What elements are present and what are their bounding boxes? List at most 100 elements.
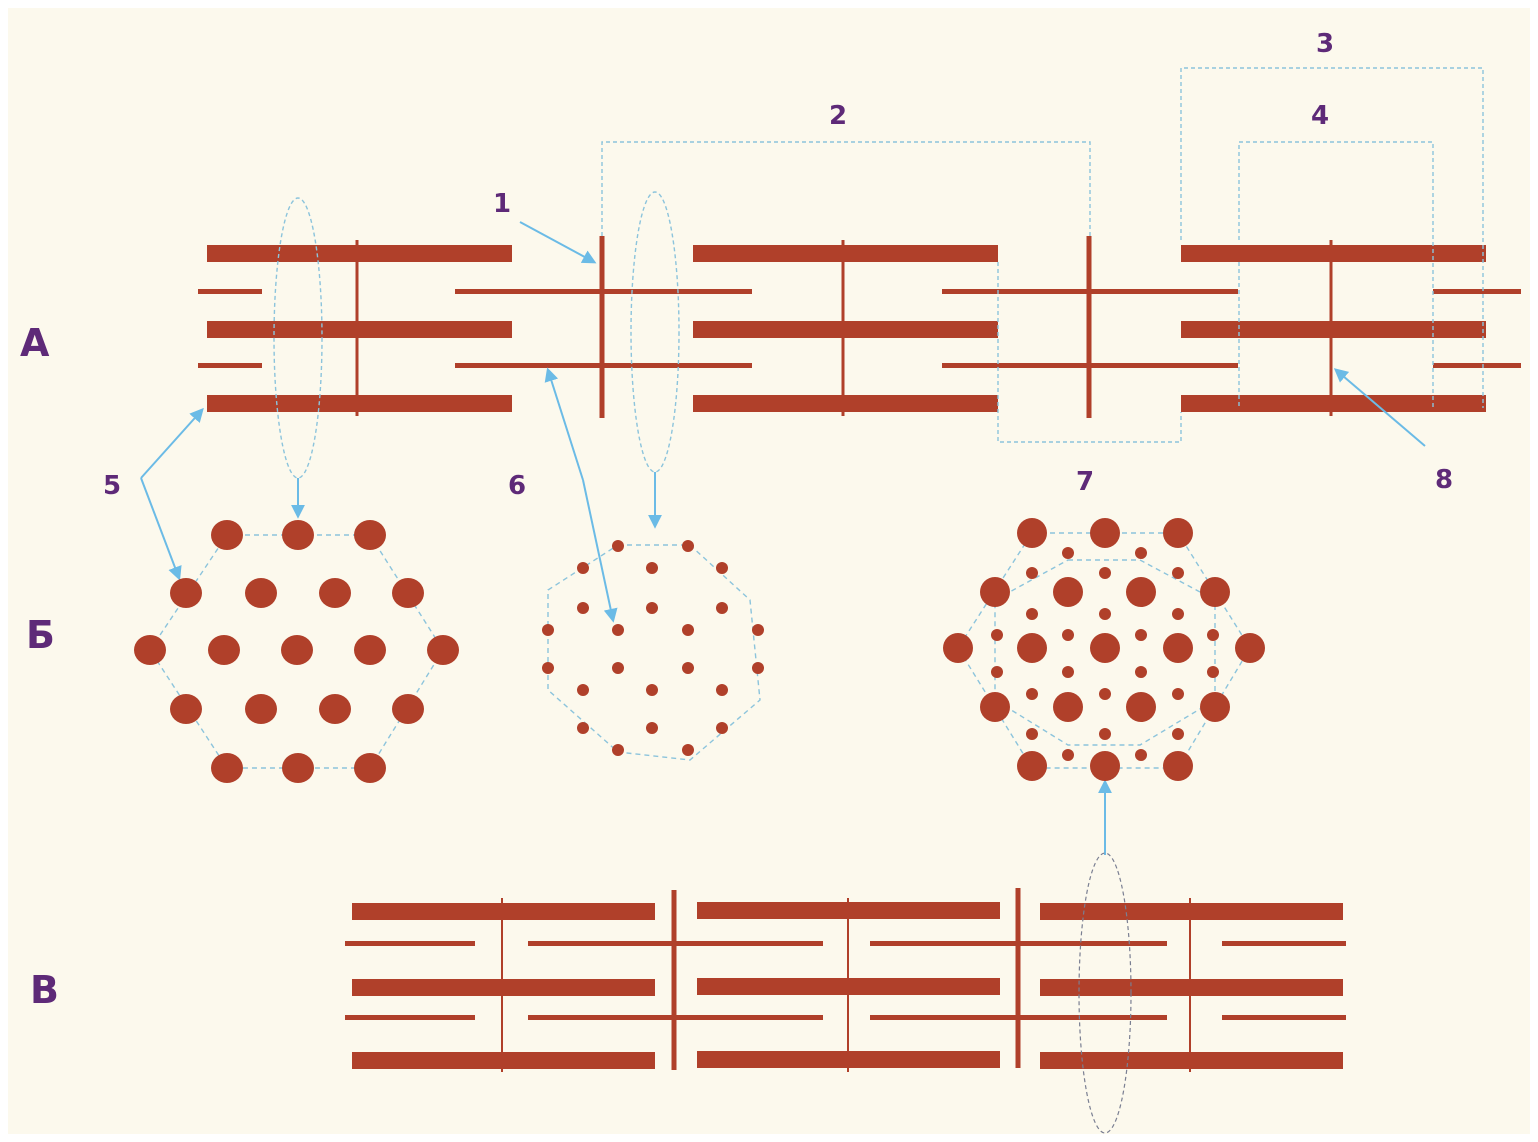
thin-filament-dot [716, 722, 728, 734]
thick-filament-dot [1235, 633, 1265, 663]
thin-filament-dot [1172, 567, 1184, 579]
thin-filament [345, 1015, 475, 1020]
bracket-2 [601, 141, 1091, 236]
thin-filament-dot [1099, 728, 1111, 740]
thin-filament-dot [1135, 547, 1147, 559]
thick-filament-dot [392, 578, 424, 608]
thin-filament-dot [1026, 728, 1038, 740]
thick-filament-dot [170, 694, 202, 724]
thin-filament-dot [1099, 567, 1111, 579]
thin-filament-dot [612, 540, 624, 552]
thin-filament-dot [752, 624, 764, 636]
callout-7: 7 [1076, 467, 1094, 497]
thin-filament [1433, 363, 1521, 368]
thick-filament-dot [392, 694, 424, 724]
thick-filament-dot [319, 578, 351, 608]
thick-filament-dot [980, 692, 1010, 722]
thick-filament-dot [211, 520, 243, 550]
thin-filament-dot [577, 684, 589, 696]
thick-filament-dot [1090, 518, 1120, 548]
section-label-b: Б [26, 613, 55, 657]
thin-filament-dot [1062, 749, 1074, 761]
pointer-arrows [140, 221, 1426, 855]
thick-filament-dot [1163, 633, 1193, 663]
thick-filament-dot [1053, 577, 1083, 607]
thin-filament-dot [646, 602, 658, 614]
thick-filament [693, 395, 998, 412]
callout-5: 5 [103, 471, 121, 501]
arrow-5a [140, 407, 204, 479]
thin-filament-dot [682, 624, 694, 636]
thick-filament-dot [211, 753, 243, 783]
thin-filament-dot [612, 662, 624, 674]
thick-filament-dot [1017, 633, 1047, 663]
thick-filament-dot [281, 635, 313, 665]
thin-filament-dot [577, 722, 589, 734]
bracket-3 [1180, 67, 1484, 408]
thick-filament-dot [1126, 692, 1156, 722]
thin-filament [1222, 1015, 1346, 1020]
callout-8: 8 [1435, 465, 1453, 495]
thick-filament-dot [282, 520, 314, 550]
thick-filament-dot [1090, 633, 1120, 663]
thick-filament-dot [1053, 692, 1083, 722]
thin-filament-dot [716, 684, 728, 696]
thin-filament-dot [1172, 608, 1184, 620]
thick-filament-dot [245, 694, 277, 724]
thick-filament [1181, 321, 1486, 338]
thin-filament-dot [1026, 688, 1038, 700]
section-label-c: В [30, 968, 59, 1012]
thin-filament-dot [646, 684, 658, 696]
cross-section-thick-filaments [134, 520, 459, 783]
thin-filament-dot [1099, 688, 1111, 700]
thin-filament-dot [752, 662, 764, 674]
thick-filament [1040, 979, 1343, 996]
thin-filament-dot [682, 540, 694, 552]
bracket-i-band [997, 262, 1182, 443]
thin-filament-dot [612, 624, 624, 636]
thin-filament-dot [991, 629, 1003, 641]
thick-filament-dot [1163, 751, 1193, 781]
thick-filament [1040, 903, 1343, 920]
thick-filament-dot [1163, 518, 1193, 548]
thin-filament-dot [991, 666, 1003, 678]
thin-filament [198, 363, 262, 368]
thick-filament [1040, 1052, 1343, 1069]
thick-filament-dot [943, 633, 973, 663]
thick-filament [352, 1052, 655, 1069]
thick-filament [693, 245, 998, 262]
thick-filament [207, 395, 512, 412]
callout-4: 4 [1311, 101, 1329, 131]
thin-filament-dot [1172, 688, 1184, 700]
thin-filament [345, 941, 475, 946]
thin-filament-dot [1135, 629, 1147, 641]
thick-filament-dot [980, 577, 1010, 607]
callout-1: 1 [493, 189, 511, 219]
arrow-1 [519, 221, 597, 264]
thick-filament-dot [319, 694, 351, 724]
thick-filament-dot [354, 520, 386, 550]
thick-filament [352, 979, 655, 996]
thin-filament-dot [646, 562, 658, 574]
thin-filament-dot [612, 744, 624, 756]
thick-filament-dot [282, 753, 314, 783]
thin-filament-dot [716, 562, 728, 574]
thick-filament [207, 245, 512, 262]
thick-filament-dot [427, 635, 459, 665]
thin-filament-dot [1172, 728, 1184, 740]
thin-filament-dot [716, 602, 728, 614]
callout-2: 2 [829, 101, 847, 131]
thin-filament-dot [646, 722, 658, 734]
myofibril-relaxed [198, 236, 1521, 418]
thick-filament-dot [245, 578, 277, 608]
thick-filament [1181, 245, 1486, 262]
arrow-6b [582, 479, 618, 623]
section-label-a: А [20, 321, 50, 365]
section-plane-ellipse [630, 191, 680, 473]
thick-filament-dot [354, 753, 386, 783]
thin-filament-dot [682, 744, 694, 756]
thick-filament-dot [1017, 518, 1047, 548]
myofibril-contracted [345, 888, 1346, 1072]
thin-filament-dot [1099, 608, 1111, 620]
